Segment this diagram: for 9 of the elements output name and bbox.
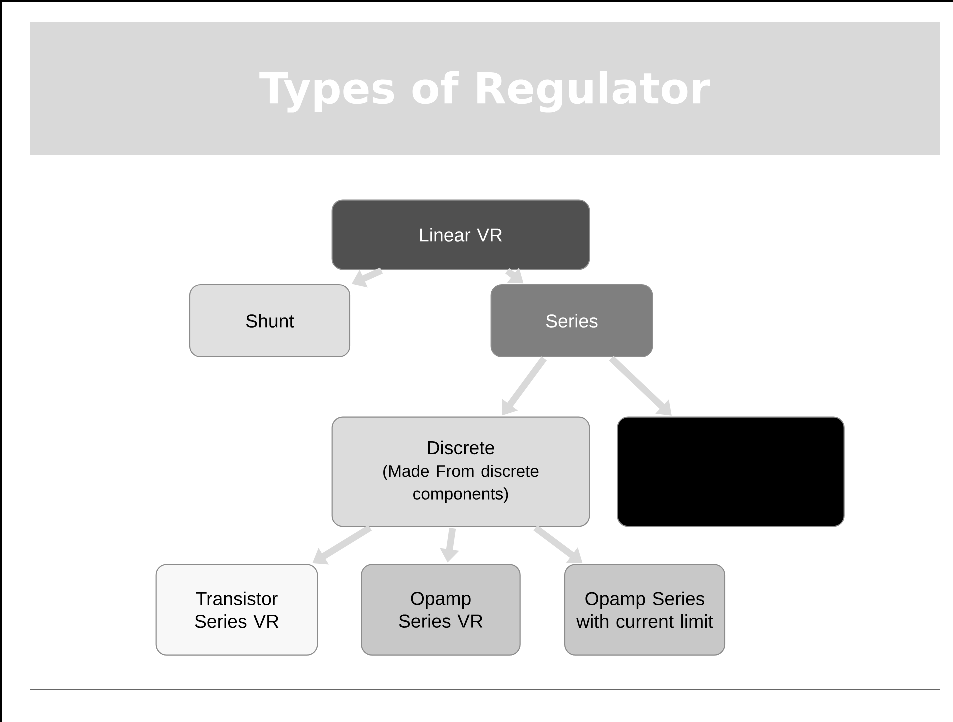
process-box: Transistor Series VR	[156, 564, 318, 656]
process-box: Opamp Series with current limit	[564, 564, 726, 656]
process-box: Series	[490, 284, 654, 358]
redaction-box	[617, 416, 845, 528]
process-box: Linear VR	[332, 200, 590, 270]
process-box: Shunt	[189, 284, 351, 358]
arrow	[609, 356, 672, 416]
process-box: Opamp Series VR	[361, 564, 521, 656]
process-box: Discrete (Made From discrete components)	[332, 416, 590, 528]
